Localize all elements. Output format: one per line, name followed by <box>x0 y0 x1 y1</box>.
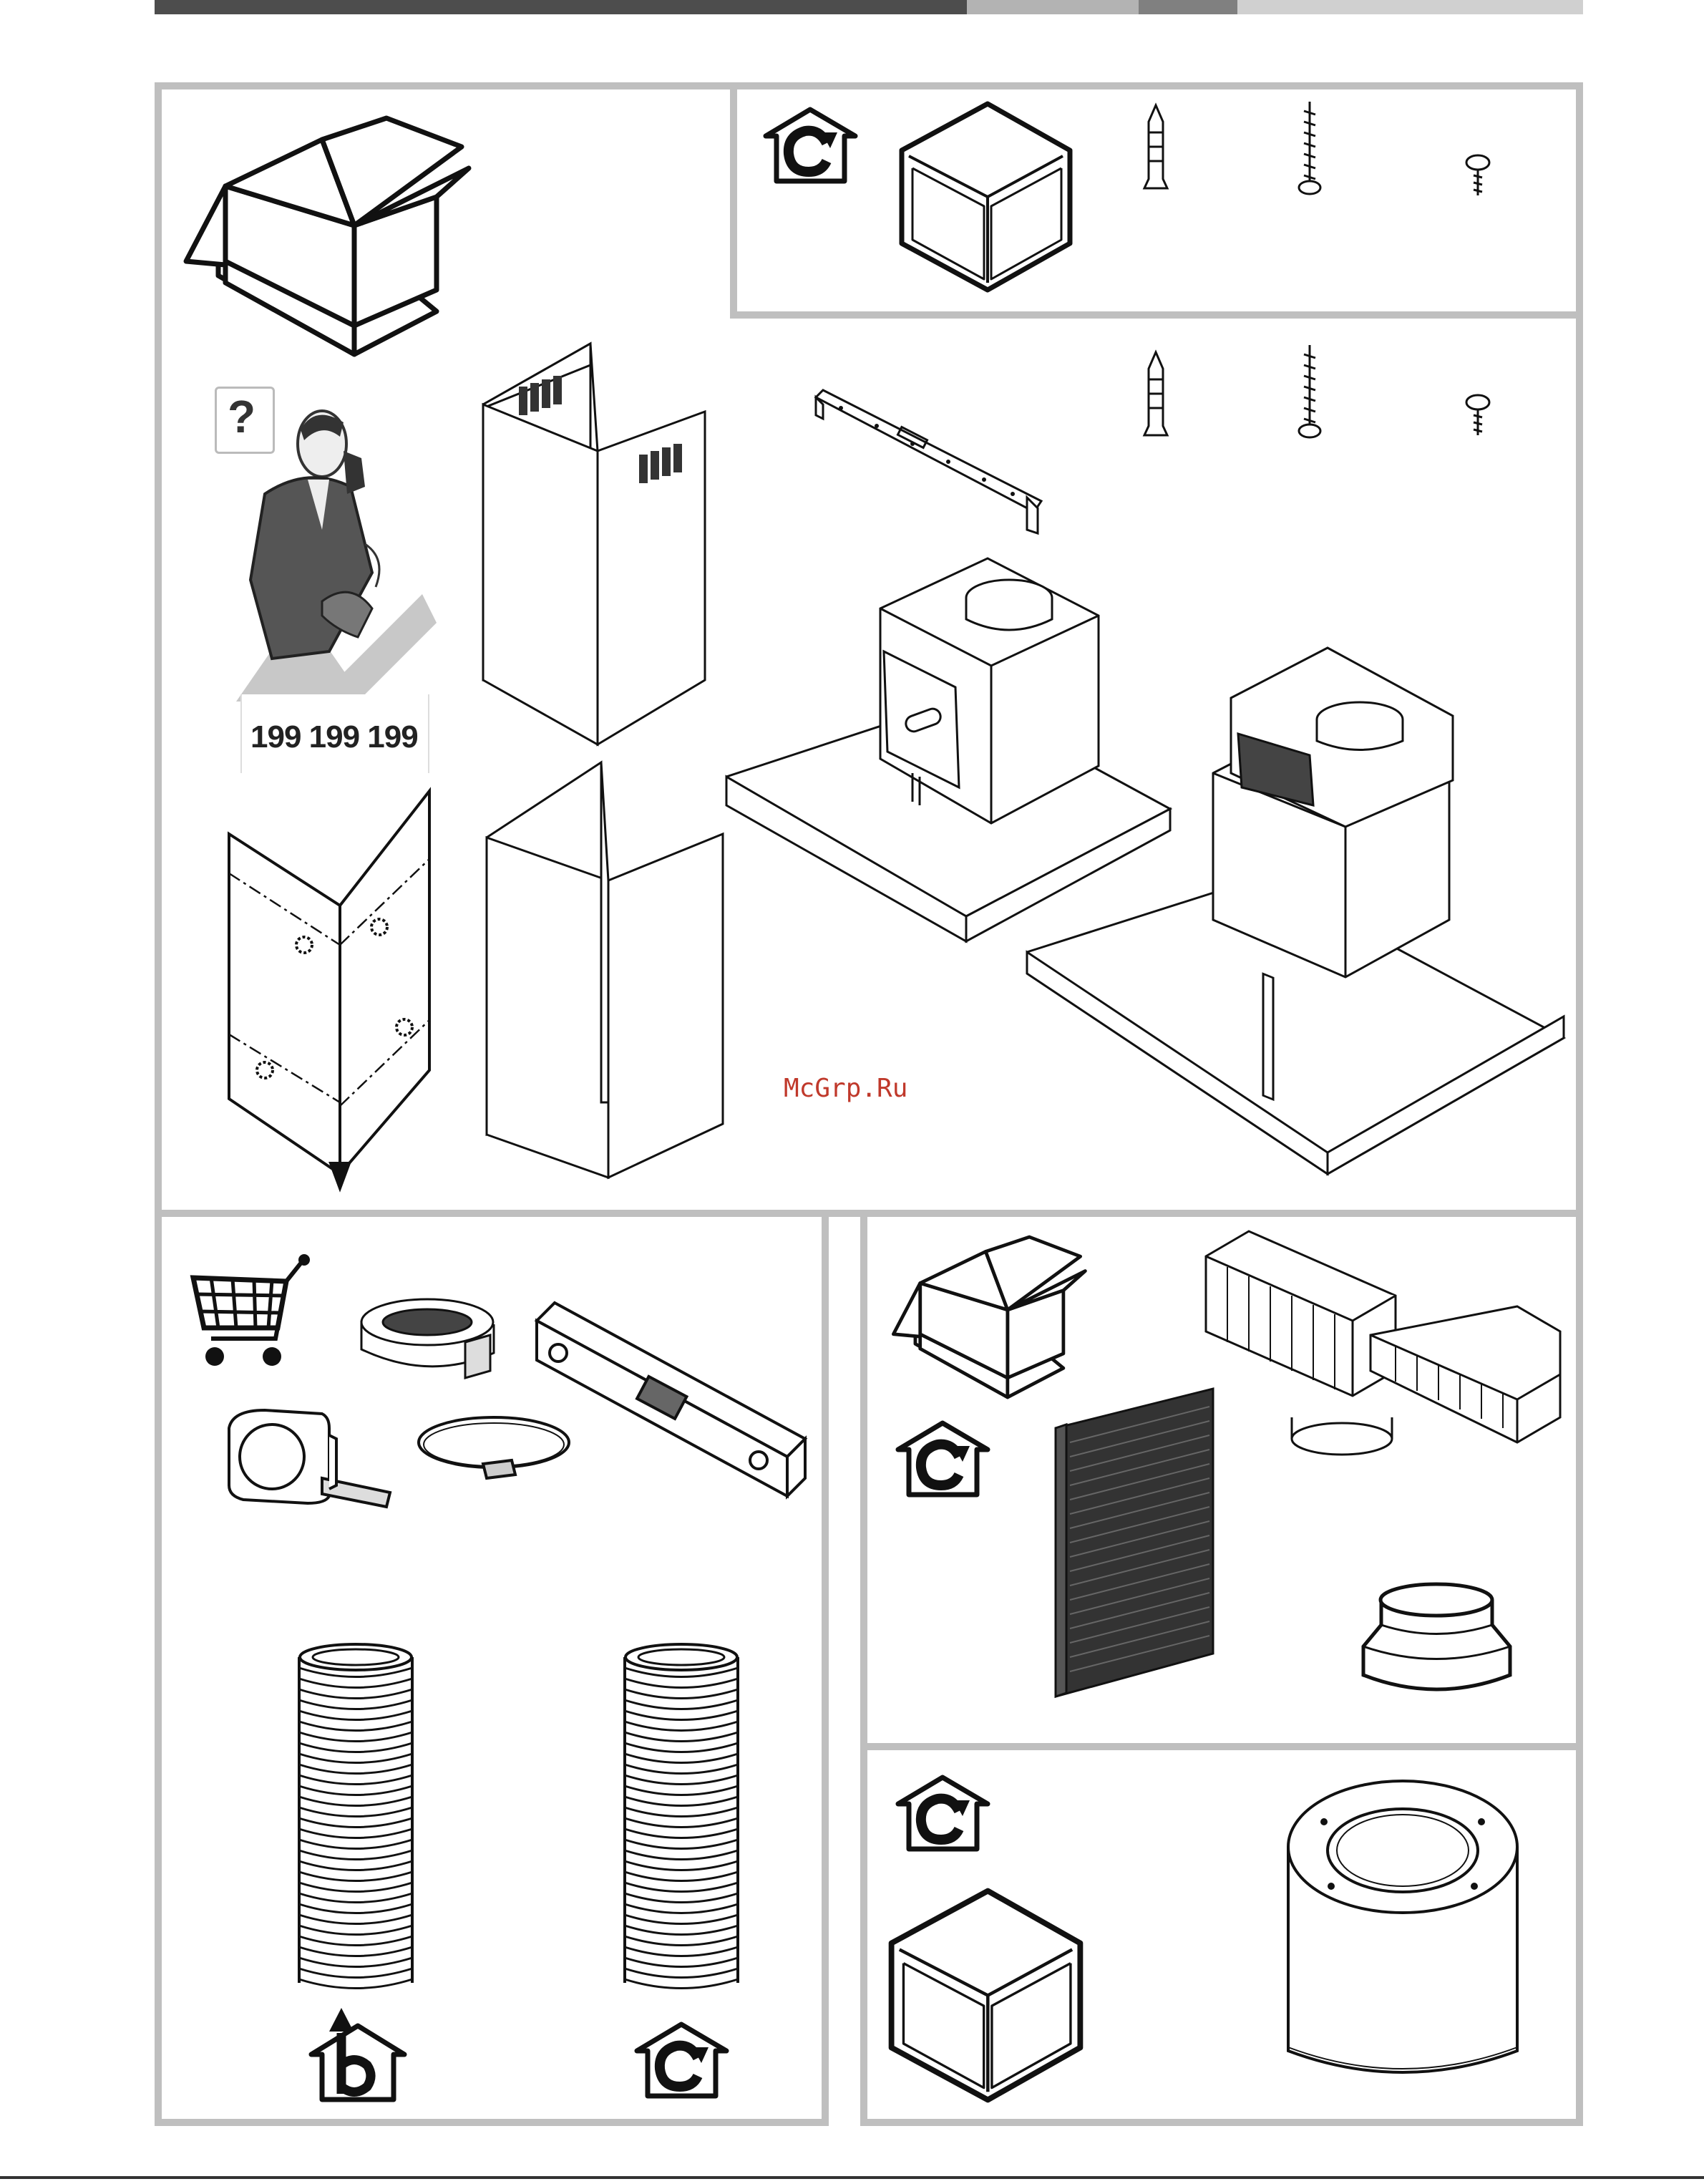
wall-plug-illustration <box>1141 351 1170 440</box>
short-screw-illustration <box>1464 394 1492 437</box>
long-screw-illustration <box>1295 344 1324 440</box>
deflector-manifold-illustration <box>1202 1228 1564 1500</box>
wall-bracket-illustration <box>812 387 1048 537</box>
upper-chimney-illustration <box>476 344 712 752</box>
carbon-filter-box-illustration-2 <box>887 1886 1084 2105</box>
flexible-duct-recirc-illustration <box>619 1639 744 2001</box>
header-bar-seg-2 <box>967 0 1139 14</box>
watermark-text: McGrp.Ru <box>784 1074 907 1103</box>
house-c-icon <box>759 104 862 186</box>
footer-rule <box>0 2176 1704 2179</box>
header-bar-seg-3 <box>1139 0 1237 14</box>
house-c-icon-3 <box>891 1417 995 1500</box>
house-b-icon <box>304 2004 412 2105</box>
adhesive-tape-illustration <box>358 1296 501 1382</box>
short-screw-illustration-2 <box>1464 154 1492 197</box>
house-c-icon-4 <box>891 1772 995 1854</box>
carbon-filter-panel-illustration <box>1052 1385 1224 1700</box>
carbon-filter-box-illustration <box>898 100 1073 293</box>
long-screw-illustration-2 <box>1295 100 1324 197</box>
cylindrical-filter-illustration <box>1281 1779 1524 2097</box>
wall-plug-illustration-2 <box>1141 104 1170 193</box>
flexible-duct-ducted-illustration <box>293 1639 419 2001</box>
duct-adapter-illustration <box>1360 1578 1514 1697</box>
shopping-cart-icon <box>186 1253 315 1374</box>
measuring-tape-illustration <box>222 1407 394 1528</box>
header-bar-seg-1 <box>155 0 967 14</box>
lower-chimney-illustration <box>483 759 726 1188</box>
service-phone-number: 199 199 199 <box>250 719 418 755</box>
open-box-icon <box>182 111 483 361</box>
hood-body-large-illustration <box>1023 637 1567 1181</box>
hose-clamp-illustration <box>415 1410 576 1482</box>
paper-template-illustration <box>222 791 437 1192</box>
house-c-icon-2 <box>630 2019 734 2101</box>
open-box-icon-2 <box>891 1231 1095 1403</box>
customer-service-illustration <box>222 401 451 702</box>
header-bar-seg-4 <box>1237 0 1583 14</box>
